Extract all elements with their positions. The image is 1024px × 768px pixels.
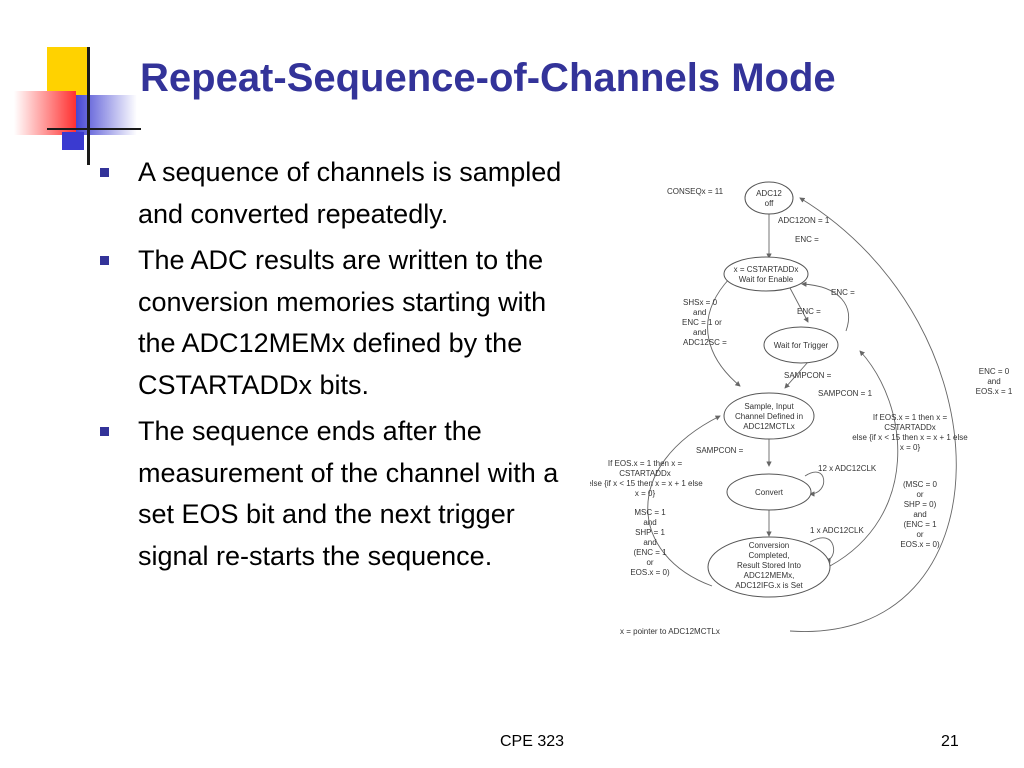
label-msc-right-6: EOS.x = 0)	[900, 540, 940, 549]
label-right-cond-1: CSTARTADDx	[884, 423, 936, 432]
edge-completed-to-off	[789, 197, 957, 632]
svg-text:Result Stored Into: Result Stored Into	[737, 561, 802, 570]
label-right-cond-0: If EOS.x = 1 then x =	[873, 413, 948, 422]
label-left-cond-2: else {if x < 15 then x = x + 1 else	[590, 479, 703, 488]
corner-vertical-line	[87, 47, 90, 165]
label-msc-left-3: and	[643, 538, 656, 547]
label-left-cond-1: CSTARTADDx	[619, 469, 671, 478]
state-wait-for-enable: x = CSTARTADDx Wait for Enable	[723, 256, 809, 292]
svg-text:ADC12MCTLx: ADC12MCTLx	[743, 422, 795, 431]
footer-course: CPE 323	[500, 733, 565, 750]
edge-wait-enable-to-sample	[707, 277, 741, 387]
label-conseq: CONSEQx = 11	[667, 187, 724, 196]
label-msc-right-2: SHP = 0)	[904, 500, 937, 509]
state-adc12-off: ADC12 off	[744, 181, 794, 215]
svg-text:ADC12MEMx,: ADC12MEMx,	[744, 571, 795, 580]
label-msc-left-6: EOS.x = 0)	[630, 568, 670, 577]
label-msc-right-4: (ENC = 1	[903, 520, 937, 529]
svg-text:Channel Defined in: Channel Defined in	[735, 412, 803, 421]
svg-text:off: off	[765, 199, 775, 208]
corner-horizontal-line	[47, 128, 141, 130]
label-msc-right-0: (MSC = 0	[903, 480, 938, 489]
bullet-item: The sequence ends after the measurement …	[98, 411, 578, 577]
label-enc-trigger: ENC =	[797, 307, 821, 316]
label-enc-rise: ENC =	[795, 235, 819, 244]
footer-page-number: 21	[941, 733, 959, 750]
svg-text:ADC12: ADC12	[756, 189, 782, 198]
edge-labels: CONSEQx = 11 ADC12ON = 1 ENC = ENC = ENC…	[590, 187, 1013, 636]
label-enc0-1: and	[987, 377, 1000, 386]
label-sampcon-rise: SAMPCON =	[784, 371, 832, 380]
label-left-cond-3: x = 0}	[635, 489, 656, 498]
svg-text:Wait for Enable: Wait for Enable	[739, 275, 794, 284]
label-shs-1: and	[693, 308, 706, 317]
svg-text:ADC12IFG.x is Set: ADC12IFG.x is Set	[735, 581, 803, 590]
label-clk12: 12 x ADC12CLK	[818, 464, 877, 473]
label-shs-0: SHSx = 0	[683, 298, 718, 307]
svg-text:x = CSTARTADDx: x = CSTARTADDx	[734, 265, 799, 274]
corner-blue-square	[62, 132, 84, 150]
bullet-list: A sequence of channels is sampled and co…	[98, 152, 578, 582]
bullet-square-icon	[100, 168, 109, 177]
slide-title: Repeat-Sequence-of-Channels Mode	[140, 56, 836, 100]
label-adc12on: ADC12ON = 1	[778, 216, 830, 225]
label-msc-left-0: MSC = 1	[634, 508, 666, 517]
edge-wait-enable-to-trigger	[789, 287, 809, 323]
edge-completed-self-loop	[809, 537, 834, 564]
label-msc-left-5: or	[646, 558, 653, 567]
corner-red-block	[14, 91, 76, 135]
label-pointer-note: x = pointer to ADC12MCTLx	[620, 627, 720, 636]
state-conversion-completed: Conversion Completed, Result Stored Into…	[707, 536, 831, 598]
svg-text:Convert: Convert	[755, 488, 784, 497]
label-sampcon-one-b: SAMPCON =	[696, 446, 744, 455]
edge-completed-to-wait-trigger	[829, 350, 899, 567]
label-msc-left-4: (ENC = 1	[633, 548, 667, 557]
svg-text:Conversion: Conversion	[749, 541, 789, 550]
label-msc-left-1: and	[643, 518, 656, 527]
label-msc-right-1: or	[916, 490, 923, 499]
bullet-square-icon	[100, 256, 109, 265]
label-enc0-2: EOS.x = 1	[976, 387, 1013, 396]
state-sample: Sample, Input Channel Defined in ADC12MC…	[723, 392, 815, 440]
label-shs-4: ADC12SC =	[683, 338, 727, 347]
state-diagram: ADC12 off x = CSTARTADDx Wait for Enable…	[590, 181, 1013, 636]
svg-text:Wait for Trigger: Wait for Trigger	[774, 341, 829, 350]
label-shs-2: ENC = 1 or	[682, 318, 722, 327]
label-enc0-0: ENC = 0	[979, 367, 1010, 376]
label-enc-fall: ENC =	[831, 288, 855, 297]
label-right-cond-3: x = 0}	[900, 443, 921, 452]
label-clk1: 1 x ADC12CLK	[810, 526, 864, 535]
svg-text:Sample, Input: Sample, Input	[744, 402, 794, 411]
state-convert: Convert	[726, 473, 812, 511]
edge-trigger-to-wait-enable	[801, 281, 849, 332]
bullet-item: A sequence of channels is sampled and co…	[98, 152, 578, 235]
label-msc-right-3: and	[913, 510, 926, 519]
label-right-cond-2: else {if x < 15 then x = x + 1 else	[852, 433, 968, 442]
label-left-cond-0: If EOS.x = 1 then x =	[608, 459, 683, 468]
label-msc-left-2: SHP = 1	[635, 528, 665, 537]
bullet-item: The ADC results are written to the conve…	[98, 240, 578, 406]
edge-trigger-to-sample	[784, 361, 809, 389]
bullet-square-icon	[100, 427, 109, 436]
state-wait-for-trigger: Wait for Trigger	[763, 326, 839, 364]
label-shs-3: and	[693, 328, 706, 337]
svg-text:Completed,: Completed,	[749, 551, 790, 560]
label-sampcon-one-a: SAMPCON = 1	[818, 389, 873, 398]
label-msc-right-5: or	[916, 530, 923, 539]
edge-completed-to-sample	[647, 415, 721, 587]
edge-convert-self-loop	[804, 471, 825, 497]
